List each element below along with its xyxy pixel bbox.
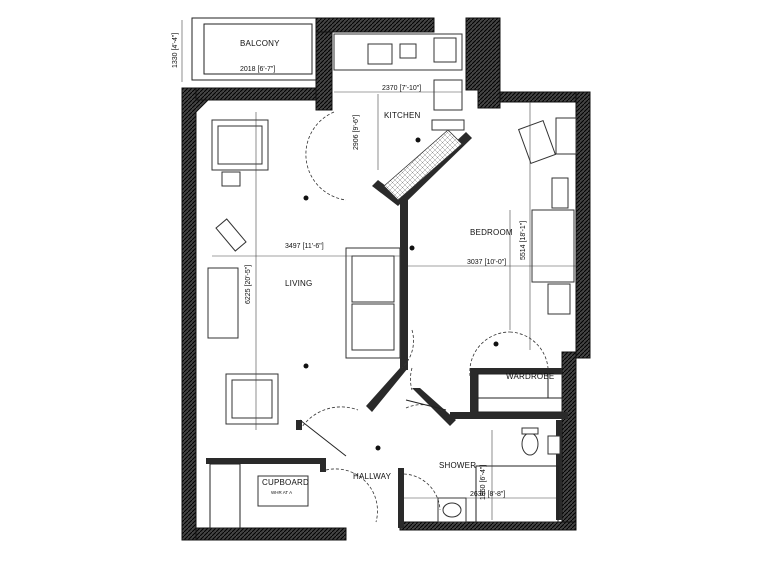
kitchen-label: KITCHEN	[384, 111, 421, 120]
bedroom-width-dim: 3037 [10'-0"]	[467, 259, 507, 266]
shower-label: SHOWER	[439, 461, 477, 470]
balcony-depth-dim: 1330 [4'-4"]	[172, 32, 179, 68]
light-fitting-icon	[303, 363, 309, 369]
bedroom-label: BEDROOM	[470, 228, 513, 237]
toilet-icon	[521, 432, 539, 456]
hallway-label: HALLWAY	[353, 472, 392, 481]
shower-depth-dim: 1950 [6'-4"]	[480, 464, 487, 500]
doors	[299, 111, 549, 523]
light-fitting-icon	[493, 341, 499, 347]
balcony-width-dim: 2018 [6'-7"]	[240, 66, 276, 73]
hob-icon	[433, 37, 457, 63]
balcony-label: BALCONY	[240, 39, 280, 48]
light-fitting-icon	[303, 195, 309, 201]
bedroom-furniture	[509, 117, 577, 330]
shower-room	[437, 427, 561, 523]
light-fitting-icon	[415, 137, 421, 143]
living-label: LIVING	[285, 279, 313, 288]
dimension-lines	[212, 91, 576, 520]
kitchen-depth-dim: 2906 [9'-6"]	[353, 114, 360, 150]
light-fitting-icon	[409, 245, 415, 251]
wardrobe	[477, 373, 563, 413]
kitchen-fittings	[333, 33, 465, 201]
kitchen-width-dim: 2370 [7'-10"]	[382, 85, 422, 92]
exterior-walls	[181, 17, 591, 541]
living-depth-dim: 6225 [20'-5"]	[245, 264, 252, 304]
light-fittings	[303, 137, 499, 451]
bed-icon	[531, 209, 575, 283]
washbasin-icon	[547, 435, 561, 455]
shower-width-dim: 2630 [8'-8"]	[470, 491, 506, 498]
light-fitting-icon	[375, 445, 381, 451]
bedroom-depth-dim: 5514 [18'-1"]	[520, 220, 527, 260]
cupboard	[209, 463, 309, 529]
cupboard-note: WHR AT A	[271, 490, 293, 495]
living-width-dim: 3497 [11'-6"]	[285, 243, 324, 250]
sink-icon	[367, 43, 393, 65]
cupboard-label: CUPBOARD	[262, 478, 309, 487]
living-furniture	[207, 119, 401, 425]
wardrobe-label: WARDROBE	[506, 372, 555, 381]
